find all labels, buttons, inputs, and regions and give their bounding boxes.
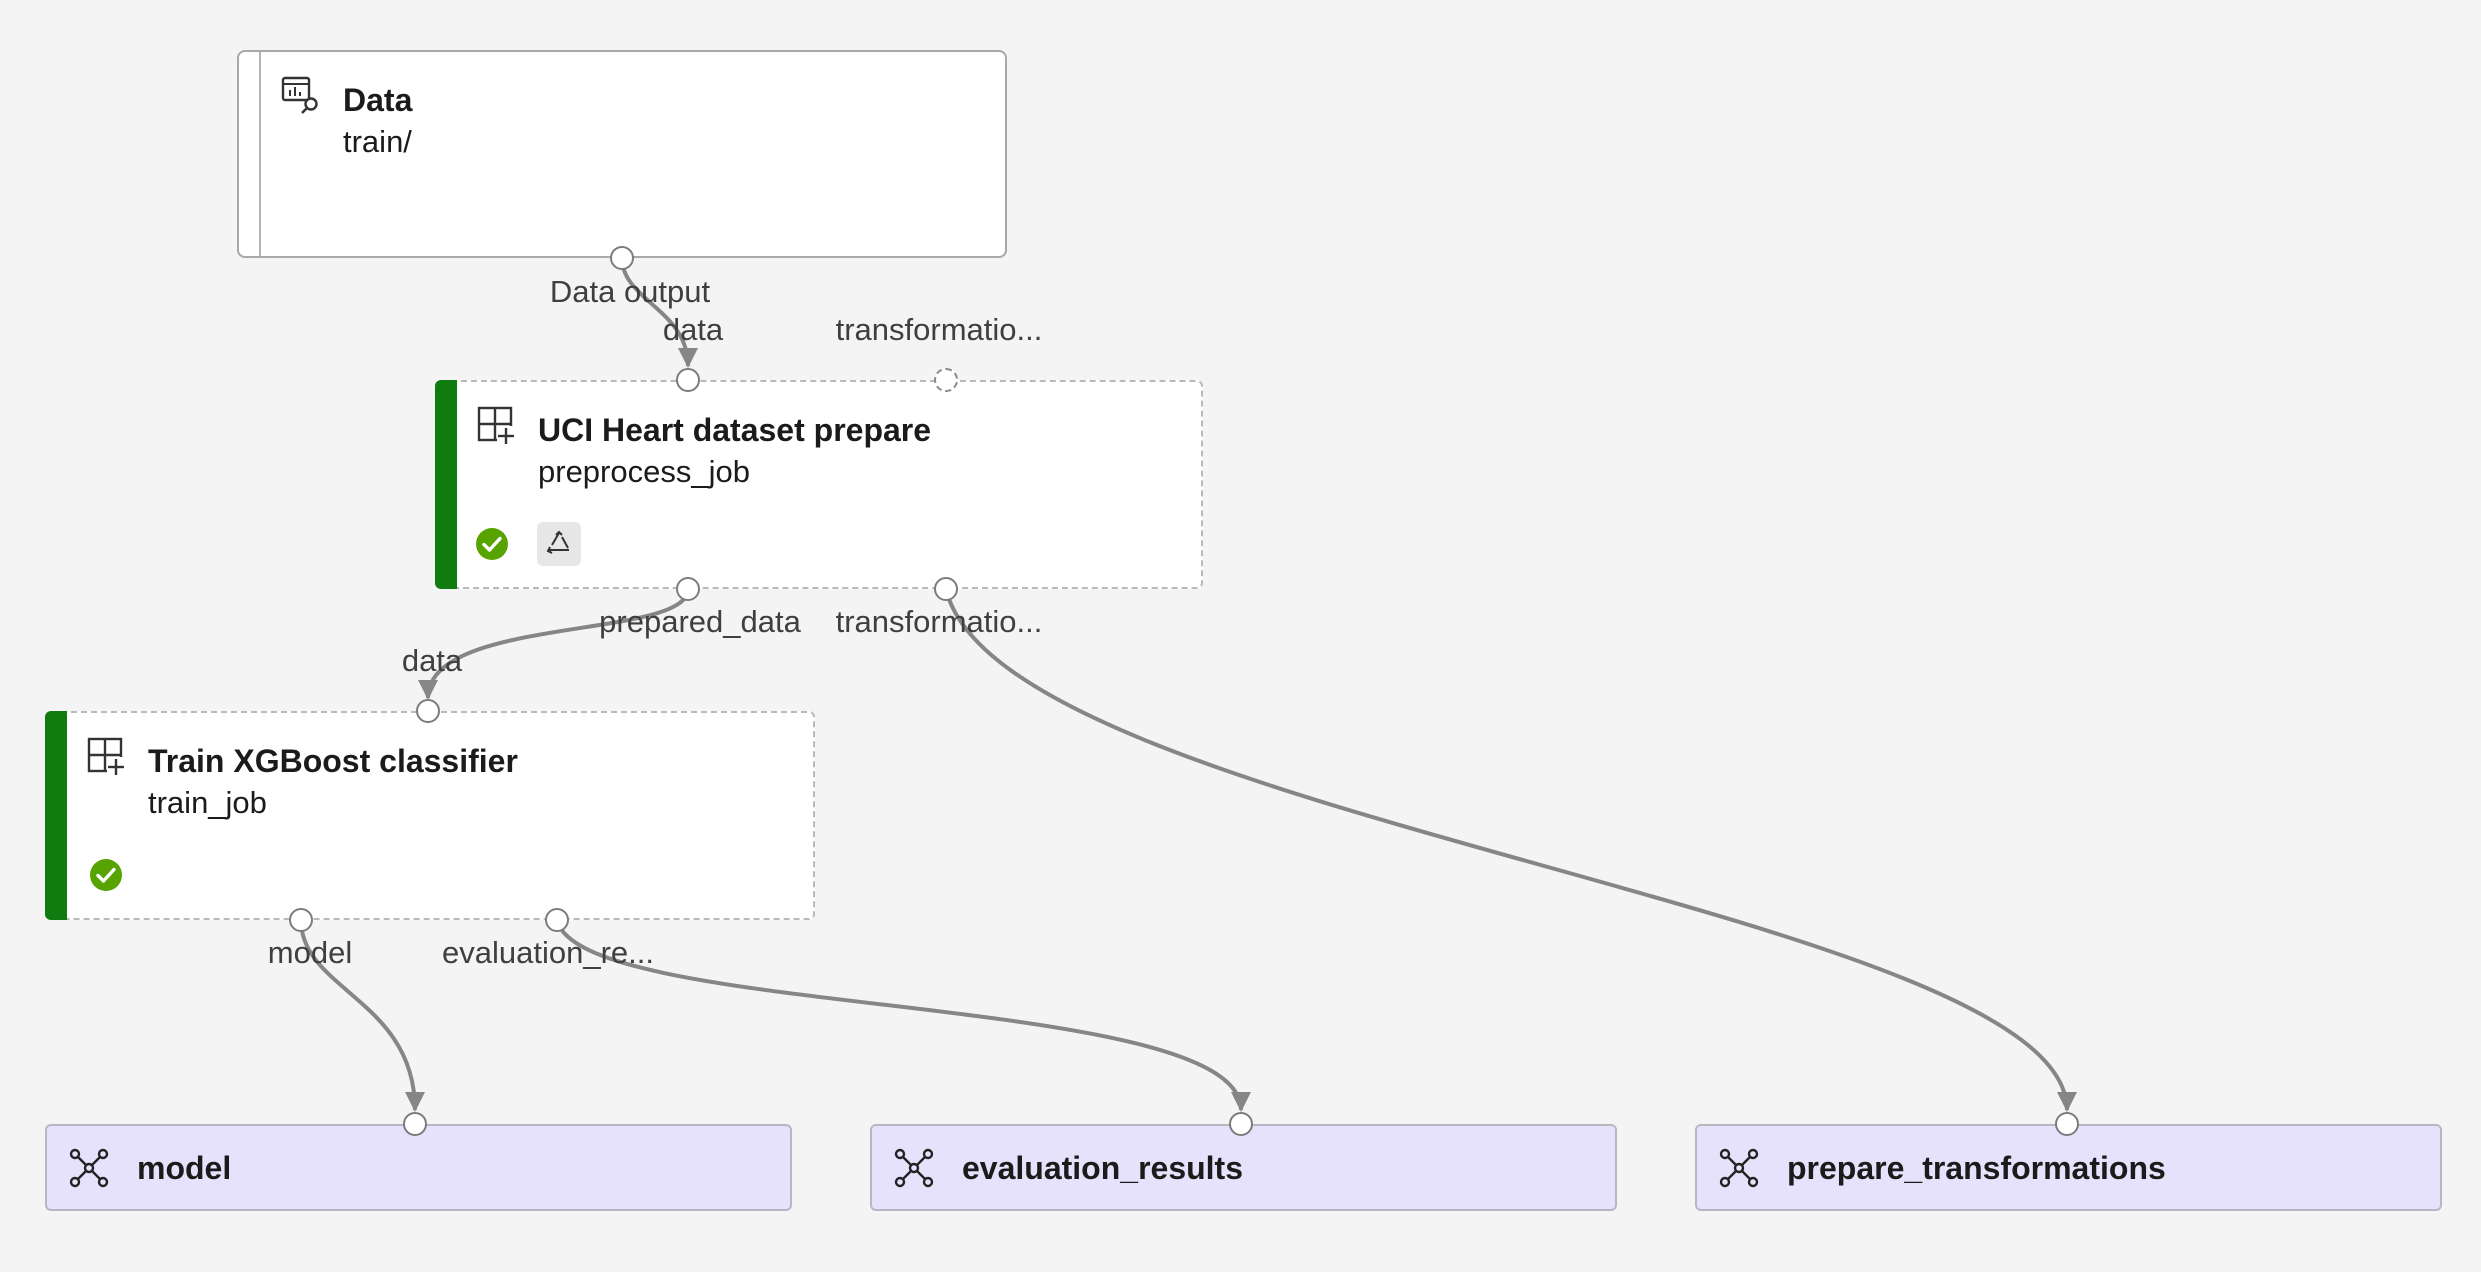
node-title: Train XGBoost classifier bbox=[148, 743, 518, 779]
node-subtitle: preprocess_job bbox=[538, 454, 750, 489]
output-model-input-port[interactable] bbox=[403, 1112, 427, 1136]
node-title: UCI Heart dataset prepare bbox=[538, 412, 932, 448]
node-subtitle: train/ bbox=[343, 124, 412, 159]
port-label-data-output: Data output bbox=[549, 274, 711, 309]
prepare-prepared-data-output-port[interactable] bbox=[676, 577, 700, 601]
status-bar-success bbox=[45, 711, 67, 920]
output-node-label: evaluation_results bbox=[962, 1150, 1243, 1186]
train-evaluation-output-port[interactable] bbox=[545, 908, 569, 932]
status-bar-success bbox=[435, 380, 457, 589]
pipeline-output-icon bbox=[1719, 1148, 1759, 1193]
dataset-icon bbox=[281, 74, 321, 119]
train-data-input-port[interactable] bbox=[416, 699, 440, 723]
port-label-train-data-input: data bbox=[401, 643, 463, 678]
train-model-output-port[interactable] bbox=[289, 908, 313, 932]
output-node-evaluation-results[interactable]: evaluation_results bbox=[870, 1124, 1617, 1211]
port-label-model: model bbox=[267, 935, 353, 970]
prepare-step-node[interactable]: UCI Heart dataset prepare preprocess_job bbox=[435, 380, 1203, 589]
port-label-prepare-transformations-input: transformatio... bbox=[835, 312, 1043, 347]
success-check-icon bbox=[475, 527, 509, 561]
pipeline-output-icon bbox=[69, 1148, 109, 1193]
data-node[interactable]: Data train/ bbox=[237, 50, 1007, 258]
output-node-model[interactable]: model bbox=[45, 1124, 792, 1211]
node-subtitle: train_job bbox=[148, 785, 267, 820]
component-icon bbox=[87, 737, 127, 782]
port-label-evaluation: evaluation_re... bbox=[442, 935, 654, 970]
port-label-prepare-data-input: data bbox=[662, 312, 724, 347]
prepare-transformations-input-port[interactable] bbox=[934, 368, 958, 392]
data-output-port[interactable] bbox=[610, 246, 634, 270]
output-node-label: model bbox=[137, 1150, 232, 1186]
edge-eval-to-output bbox=[555, 919, 1251, 1112]
output-evaluation-input-port[interactable] bbox=[1229, 1112, 1253, 1136]
edge-transformations-to-output bbox=[944, 588, 2077, 1112]
train-step-node[interactable]: Train XGBoost classifier train_job bbox=[45, 711, 815, 920]
output-node-prepare-transformations[interactable]: prepare_transformations bbox=[1695, 1124, 2442, 1211]
success-check-icon bbox=[89, 858, 123, 892]
reuse-recycle-icon bbox=[537, 522, 581, 566]
port-label-prepared-data: prepared_data bbox=[599, 604, 801, 639]
output-node-label: prepare_transformations bbox=[1787, 1150, 2166, 1186]
prepare-transformations-output-port[interactable] bbox=[934, 577, 958, 601]
prepare-data-input-port[interactable] bbox=[676, 368, 700, 392]
component-icon bbox=[477, 406, 517, 451]
node-title: Data bbox=[343, 82, 413, 118]
output-transformations-input-port[interactable] bbox=[2055, 1112, 2079, 1136]
port-label-prepare-transformations-output: transformatio... bbox=[835, 604, 1043, 639]
pipeline-output-icon bbox=[894, 1148, 934, 1193]
